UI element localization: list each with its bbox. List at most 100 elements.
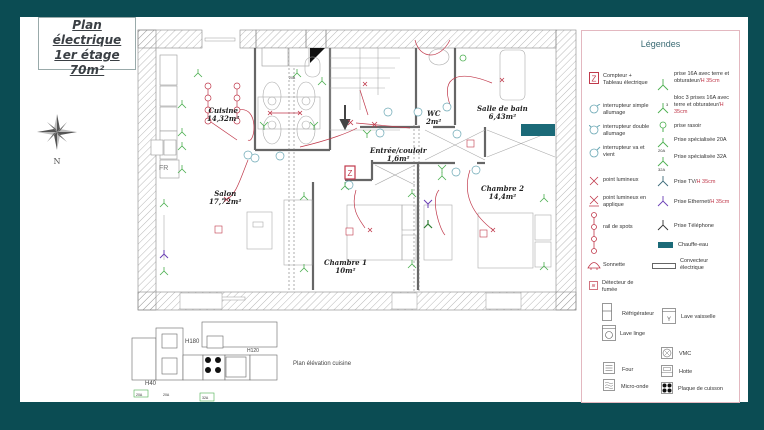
bedroom-furniture bbox=[304, 48, 556, 269]
razor-outlet-icon bbox=[659, 121, 667, 132]
cooktop-icon bbox=[661, 382, 673, 394]
compass-rose-icon: N bbox=[37, 114, 77, 166]
doorbell-icon bbox=[587, 262, 601, 270]
svg-text:Z: Z bbox=[592, 75, 597, 84]
title-line-3: 70m² bbox=[69, 63, 105, 77]
legend-label: Compteur + Tableau électrique bbox=[603, 73, 648, 86]
water-heater-icon bbox=[658, 242, 673, 248]
svg-text:20A: 20A bbox=[136, 393, 143, 397]
legend-label: Chauffe-eau bbox=[678, 242, 709, 248]
ethernet-outlet-icon bbox=[657, 196, 669, 207]
special-outlet-32a-icon: 32A bbox=[657, 157, 669, 171]
cooktop-icon bbox=[205, 357, 221, 373]
svg-text:FR: FR bbox=[159, 165, 168, 172]
plan-title-box: Plan électrique 1er étage 70m² bbox=[38, 17, 136, 77]
oven-icon bbox=[603, 362, 615, 374]
legend-label: Prise Ethernet/H 35cm bbox=[674, 199, 730, 205]
legend-label: Réfrigérateur bbox=[622, 311, 655, 317]
light-point-icon bbox=[223, 77, 505, 233]
legend-title: Légendes bbox=[640, 39, 681, 49]
legend-panel: Légendes Z Compteur + Tableau électrique… bbox=[581, 30, 740, 403]
legend-label: bloc 3 prises 16A avec terre et obturate… bbox=[674, 95, 730, 115]
legend-label: point lumineux bbox=[603, 177, 639, 183]
wiring bbox=[207, 39, 494, 236]
outlet-16a-icon bbox=[159, 54, 549, 276]
legend-label: prise 16A avec terre et obturateur/H 35c… bbox=[674, 71, 730, 84]
wall-light-icon bbox=[589, 195, 599, 207]
dining-table bbox=[257, 81, 321, 145]
light-point-icon bbox=[589, 176, 599, 186]
legend-label: Lave linge bbox=[620, 331, 646, 337]
svg-text:H40: H40 bbox=[145, 381, 157, 387]
legend-label: Prise Téléphone bbox=[674, 223, 714, 229]
title-line-1: Plan électrique bbox=[52, 18, 122, 47]
elevation-caption: Plan élévation cuisine bbox=[293, 361, 352, 367]
microwave-icon bbox=[603, 379, 615, 391]
legend-label: Prise spécialisée 32A bbox=[674, 154, 727, 160]
single-switch-icon bbox=[589, 104, 601, 114]
legend-label: Lave vaisselle bbox=[681, 314, 716, 320]
svg-text:H180: H180 bbox=[185, 339, 200, 345]
water-heater-icon bbox=[521, 124, 555, 136]
smoke-detector-icon bbox=[589, 281, 598, 290]
title-line-2: 1er étage bbox=[54, 48, 120, 62]
special-outlet-20a-icon: 20A bbox=[657, 138, 669, 152]
dishwasher-icon: Y bbox=[662, 308, 676, 324]
interior-walls bbox=[253, 48, 487, 290]
smoke-detector-icon bbox=[214, 139, 488, 238]
svg-text:N: N bbox=[54, 157, 61, 166]
svg-text:H120: H120 bbox=[247, 348, 259, 354]
svg-text:20A: 20A bbox=[658, 148, 665, 152]
legend-label: interrupteur va et vient bbox=[603, 145, 645, 158]
switch-icon bbox=[243, 102, 481, 190]
legend-label: Micro-onde bbox=[621, 384, 649, 390]
legend-label: prise rasoir bbox=[674, 123, 702, 129]
tv-outlet-icon bbox=[159, 250, 169, 259]
spot-rail-icon bbox=[591, 212, 597, 254]
legend-label: Détecteur de fumée bbox=[602, 280, 634, 293]
legend-label: interrupteur double allumage bbox=[603, 124, 650, 137]
svg-text:Z: Z bbox=[348, 169, 353, 178]
double-switch-icon bbox=[589, 125, 601, 135]
stairwell-void bbox=[310, 48, 325, 63]
triple-outlet-icon bbox=[423, 220, 433, 229]
kitchen-counter bbox=[150, 47, 310, 179]
legend-label: Convecteur électrique bbox=[680, 258, 709, 271]
legend-label: Sonnette bbox=[603, 262, 626, 268]
fridge-icon bbox=[602, 303, 612, 321]
convector-icon bbox=[652, 263, 676, 269]
ethernet-outlet-icon bbox=[423, 199, 433, 208]
legend-label: rail de spots bbox=[603, 224, 633, 230]
legend-label: interrupteur simple allumage bbox=[603, 103, 649, 116]
stairs-arrow-icon bbox=[339, 105, 351, 131]
phone-outlet-icon bbox=[657, 220, 669, 231]
living-room-furniture bbox=[163, 199, 313, 266]
meter-panel-icon: Z bbox=[589, 72, 599, 84]
meter-panel-icon: Z bbox=[344, 165, 356, 180]
triple-outlet-icon: 3 bbox=[657, 102, 669, 114]
spot-rail-icon bbox=[204, 82, 241, 125]
svg-text:3: 3 bbox=[666, 102, 669, 107]
compass-rose: N bbox=[32, 108, 82, 168]
svg-text:20A: 20A bbox=[163, 393, 170, 397]
hood-icon bbox=[661, 365, 673, 377]
svg-text:Y: Y bbox=[667, 317, 671, 323]
legend-label: Hotte bbox=[679, 369, 693, 375]
svg-text:32A: 32A bbox=[202, 396, 209, 400]
legend-label: Prise spécialisée 20A bbox=[674, 137, 727, 143]
staircase bbox=[329, 48, 400, 131]
washing-machine-icon bbox=[602, 325, 616, 341]
tv-outlet-icon bbox=[657, 176, 669, 187]
vmc-icon bbox=[661, 347, 673, 359]
legend-label: Prise TV/H 35cm bbox=[674, 179, 716, 185]
legend-label: Plaque de cuisson bbox=[678, 386, 723, 392]
kitchen-elevation bbox=[131, 321, 278, 381]
